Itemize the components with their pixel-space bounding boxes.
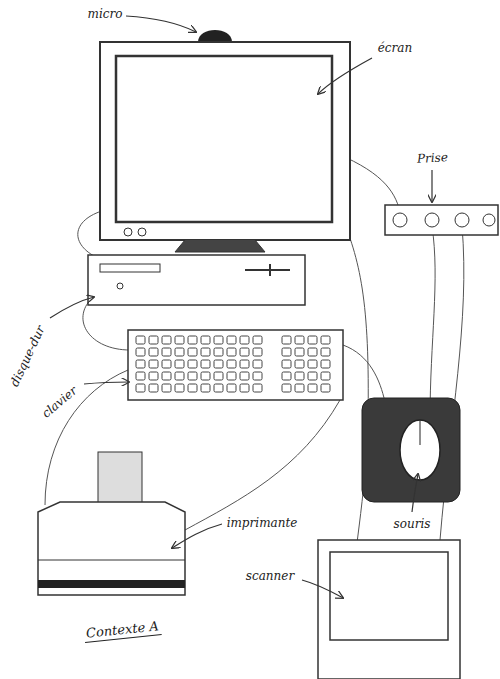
- leader-line: [412, 474, 418, 512]
- leader-line: [302, 580, 343, 598]
- scanner: [318, 540, 460, 679]
- power-strip: [385, 205, 498, 235]
- part-label: micro: [86, 7, 125, 21]
- leader-line: [431, 170, 432, 202]
- keyboard: [128, 330, 343, 400]
- part-label: disque-dur: [7, 322, 49, 391]
- leader-line: [126, 16, 196, 32]
- leader-line: [84, 382, 129, 384]
- wire: [343, 345, 385, 402]
- monitor-frame: [100, 42, 350, 240]
- leader-line: [50, 297, 94, 318]
- monitor-screen: [116, 56, 332, 222]
- computer-case: [88, 255, 305, 305]
- monitor-stand: [175, 240, 265, 252]
- leader-line: [318, 58, 372, 94]
- part-label: souris: [392, 517, 433, 531]
- wire: [430, 226, 435, 420]
- leader-line: [172, 524, 222, 548]
- wire: [83, 298, 130, 350]
- part-label: scanner: [244, 569, 296, 583]
- part-label: imprimante: [225, 516, 300, 530]
- webcam: [198, 30, 232, 42]
- mouse-pad: [362, 398, 460, 502]
- wire: [185, 400, 340, 530]
- mouse: [400, 420, 440, 480]
- part-label: Prise: [414, 150, 450, 166]
- printer: [38, 502, 185, 595]
- part-label: clavier: [38, 382, 82, 422]
- caption: Contexte A: [83, 618, 161, 643]
- part-label: écran: [376, 41, 414, 55]
